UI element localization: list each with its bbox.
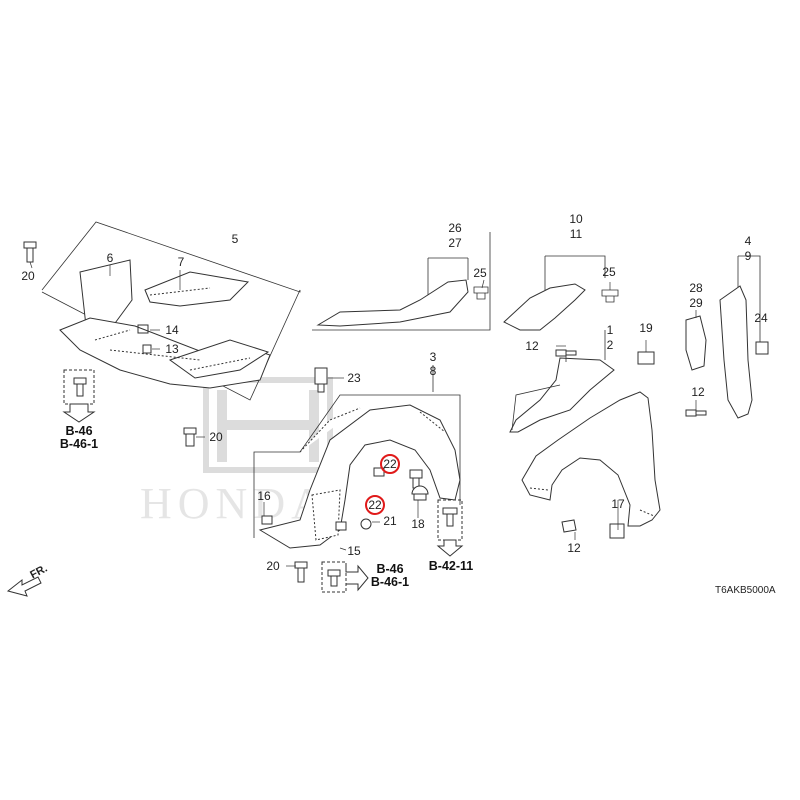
callout-21[interactable]: 21 xyxy=(383,514,397,528)
callout-20-center[interactable]: 20 xyxy=(209,430,223,444)
callout-22-lower[interactable]: 22 xyxy=(368,498,382,512)
fender-liner-shape xyxy=(258,404,461,549)
fender-liner-frame xyxy=(253,365,461,538)
callout-8[interactable]: 8 xyxy=(429,364,437,378)
diagram-code: T6AKB5000A xyxy=(715,585,776,596)
callout-25-right[interactable]: 25 xyxy=(602,265,616,279)
callout-4[interactable]: 4 xyxy=(744,234,752,248)
seal-10-11-group xyxy=(503,255,619,331)
callout-7[interactable]: 7 xyxy=(177,255,185,269)
callout-2[interactable]: 2 xyxy=(606,338,614,352)
callout-19[interactable]: 19 xyxy=(639,321,653,335)
ref-label-b46-1-left[interactable]: B-46-1 xyxy=(59,437,99,451)
callout-11[interactable]: 11 xyxy=(569,227,583,241)
callout-20-bottom[interactable]: 20 xyxy=(266,559,280,573)
callout-9[interactable]: 9 xyxy=(744,249,752,263)
side-brackets xyxy=(685,285,769,419)
callout-3[interactable]: 3 xyxy=(429,350,437,364)
callout-20-left[interactable]: 20 xyxy=(21,269,35,283)
callout-29[interactable]: 29 xyxy=(689,296,703,310)
callout-18[interactable]: 18 xyxy=(411,517,425,531)
callout-12-top[interactable]: 12 xyxy=(525,339,539,353)
callout-27[interactable]: 27 xyxy=(448,236,462,250)
callout-23[interactable]: 23 xyxy=(347,371,361,385)
callout-15[interactable]: 15 xyxy=(347,544,361,558)
callout-26[interactable]: 26 xyxy=(448,221,462,235)
fastener-clips-mid xyxy=(360,467,429,530)
reference-arrow-left xyxy=(62,369,96,423)
callout-28[interactable]: 28 xyxy=(689,281,703,295)
svg-text:HONDA: HONDA xyxy=(140,479,329,528)
callout-24[interactable]: 24 xyxy=(754,311,768,325)
front-direction-arrow xyxy=(6,576,42,597)
callout-12-right[interactable]: 12 xyxy=(691,385,705,399)
callout-13[interactable]: 13 xyxy=(165,342,179,356)
ref-label-b46-left[interactable]: B-46 xyxy=(65,424,93,438)
reference-arrow-mid xyxy=(321,561,369,593)
callout-6[interactable]: 6 xyxy=(106,251,114,265)
callout-leader-lines xyxy=(29,261,697,567)
callout-5[interactable]: 5 xyxy=(231,232,239,246)
seal-26-27-box xyxy=(312,232,491,331)
ref-label-b46-1-mid[interactable]: B-46-1 xyxy=(370,575,410,589)
callout-16[interactable]: 16 xyxy=(257,489,271,503)
reference-arrow-right xyxy=(436,499,464,557)
callout-22-upper[interactable]: 22 xyxy=(383,457,397,471)
ref-label-b42-11[interactable]: B-42-11 xyxy=(428,559,474,573)
callout-10[interactable]: 10 xyxy=(569,212,583,226)
callout-14[interactable]: 14 xyxy=(165,323,179,337)
callout-17[interactable]: 17 xyxy=(611,497,625,511)
ref-label-b46-mid[interactable]: B-46 xyxy=(376,562,404,576)
honda-watermark-logo: HONDA xyxy=(140,377,333,528)
callout-1[interactable]: 1 xyxy=(606,323,614,337)
callout-12-bottom[interactable]: 12 xyxy=(567,541,581,555)
undercover-assembly xyxy=(41,221,301,401)
front-fender xyxy=(509,349,707,539)
fastener-clips-left xyxy=(23,241,328,583)
callout-25-left[interactable]: 25 xyxy=(473,266,487,280)
